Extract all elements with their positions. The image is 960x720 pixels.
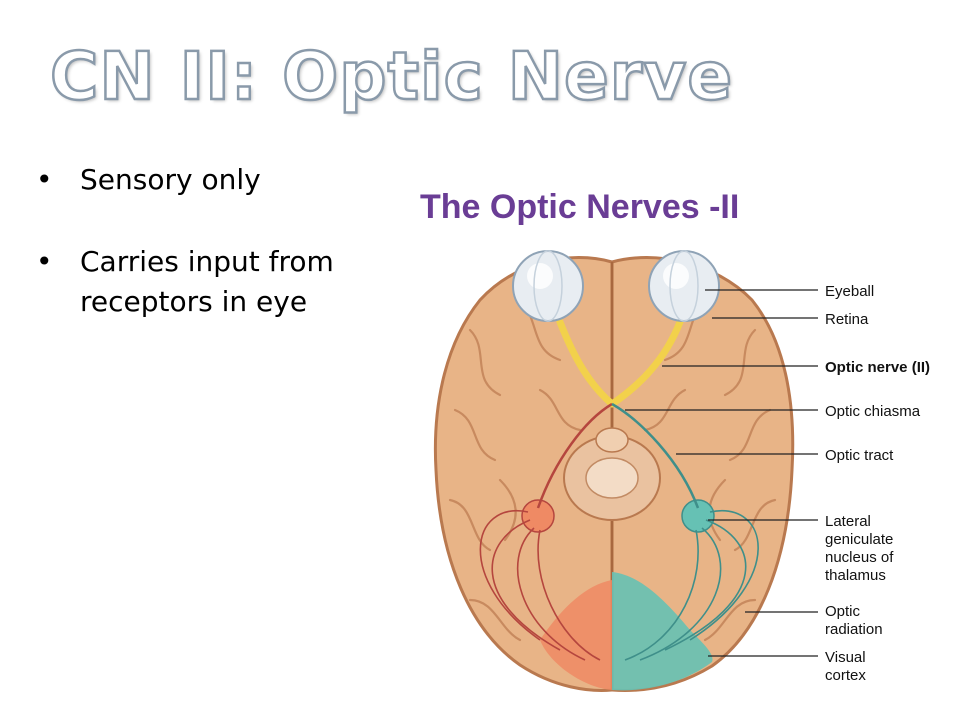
label-optic-nerve: Optic nerve (II) [825,359,930,376]
bullet-text-line: Carries input from [80,245,334,278]
bullet-marker: • [36,163,53,196]
brain-illustration [433,250,795,692]
bullet-item: • Carries input from receptors in eye [28,242,388,322]
figure-title: The Optic Nerves -II [420,188,740,226]
bullet-text-line: receptors in eye [80,285,308,318]
visual-cortex-right [612,572,713,691]
optic-nerve-right [608,318,684,408]
optic-tract-right [611,402,700,509]
brainstem-center [585,457,639,499]
optic-nerve-left [556,318,616,408]
label-optic-tract: Optic tract [825,447,894,464]
visual-cortex-left [540,580,612,690]
eyeball-left [512,250,584,322]
diagram-labels: Eyeball Retina Optic nerve (II) Optic ch… [825,283,930,684]
optic-radiations [479,510,759,661]
bullet-item: • Sensory only [28,160,388,200]
label-optic-chiasma: Optic chiasma [825,403,921,420]
label-lateral-geniculate-nucleus: Lateral geniculate nucleus of thalamus [825,513,898,584]
pituitary [595,427,629,453]
optic-tract-left [536,402,613,509]
bullet-list: • Sensory only • Carries input from rece… [28,160,388,364]
label-eyeball: Eyeball [825,283,874,300]
eyeball-right [648,250,720,322]
slide-title: CN II: Optic Nerve [49,38,734,115]
label-optic-radiation: Optic radiation [825,603,883,638]
lgn-left [521,499,555,533]
brain-left-hemisphere [433,256,614,692]
label-visual-cortex: Visual cortex [825,649,870,684]
leader-lines [625,289,818,657]
bullet-text: Sensory only [80,163,261,196]
lgn-right [681,499,715,533]
bullet-marker: • [36,245,53,278]
label-retina: Retina [825,311,869,328]
